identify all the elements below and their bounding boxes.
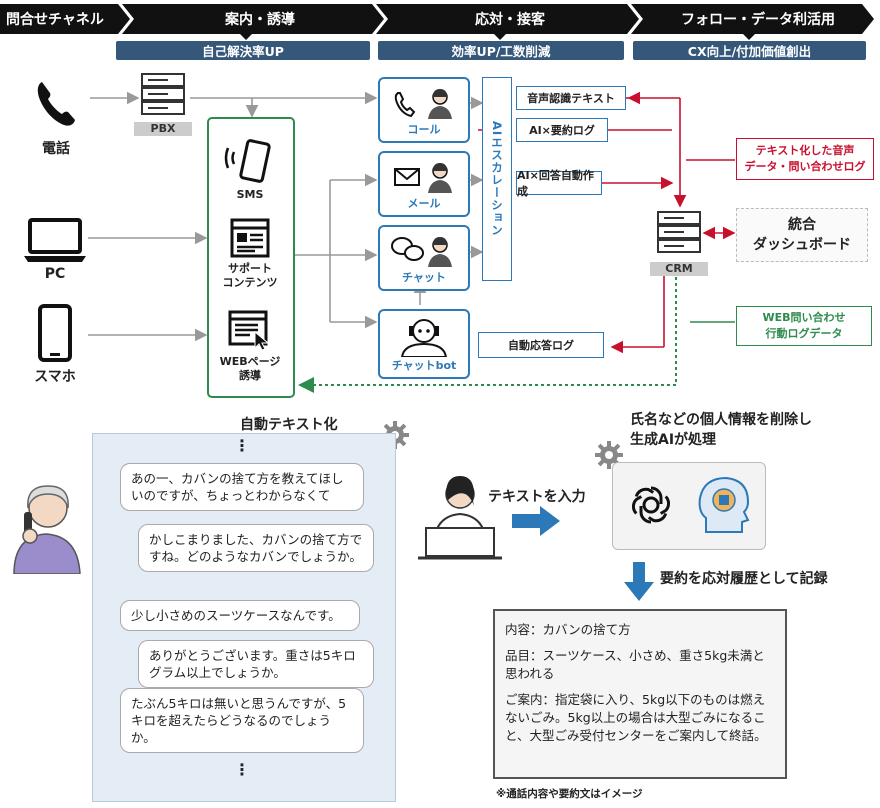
- stage-follow: フォロー・データ利活用: [681, 12, 835, 28]
- chat-bubble-customer-2: 少し小さめのスーツケースなんです。: [120, 600, 360, 631]
- chatbot-card: チャットbot: [378, 309, 470, 379]
- call-operator-icon: [394, 89, 452, 119]
- sms-label: SMS: [236, 188, 264, 201]
- chat-label: チャット: [402, 271, 446, 284]
- summary-content-line: 内容：カバンの捨て方: [505, 622, 631, 637]
- openai-logo-icon: [631, 486, 671, 524]
- record-summary-label: 要約を応対履歴として記録: [660, 571, 828, 587]
- header-banner: [0, 4, 874, 34]
- pbx-server-icon: [141, 73, 185, 115]
- channel-pc-label: PC: [44, 266, 66, 282]
- subtitle-cx: CX向上/付加価値創出: [633, 41, 866, 60]
- auto-response-log: 自動応答ログ: [478, 332, 604, 358]
- summary-panel: 内容：カバンの捨て方 品目：スーツケース、小さめ、重さ5kg未満と思われる ご案…: [493, 609, 787, 779]
- auto-text-title: 自動テキスト化: [240, 417, 338, 433]
- chatbot-robot-icon: [400, 319, 448, 357]
- ai-escalation-label: AIエスカレーション: [490, 121, 504, 237]
- stage-response: 応対・接客: [475, 12, 545, 28]
- dashboard-box: 統合 ダッシュボード: [736, 208, 868, 262]
- chat-bubble-operator-2: ありがとうございます。重さは5キログラム以上でしょうか。: [138, 640, 374, 688]
- crm-label: CRM: [650, 262, 708, 276]
- phone-icon: [37, 82, 75, 126]
- ai-answer-log: AI×回答自動作成: [516, 169, 602, 198]
- chatbot-label: チャットbot: [391, 359, 457, 372]
- subtitle-efficiency: 効率UP/工数削減: [378, 41, 624, 60]
- pc-icon: [24, 218, 86, 262]
- channel-smartphone-label: スマホ: [34, 369, 76, 385]
- ai-process-label: 氏名などの個人情報を削除し 生成AIが処理: [630, 412, 812, 448]
- chat-card: チャット: [378, 225, 470, 291]
- transcript-ellipsis-top: ⋮: [234, 436, 250, 455]
- voice-text-annotation: テキスト化した音声 データ・問い合わせログ: [736, 138, 874, 180]
- speech-text-log: 音声認識テキスト: [516, 86, 626, 110]
- ai-brain-head-icon: [698, 476, 750, 533]
- chat-bubble-customer-1: あの一、カバンの捨て方を教えてほしいのですが、ちょっとわからなくて: [120, 463, 364, 511]
- stage-guidance: 案内・誘導: [225, 12, 295, 28]
- ai-escalation-bar: AIエスカレーション: [482, 77, 512, 281]
- crm-server-icon: [657, 211, 701, 253]
- channel-phone-label: 電話: [42, 141, 70, 157]
- input-text-label: テキストを入力: [488, 489, 586, 505]
- web-log-annotation: WEB問い合わせ 行動ログデータ: [736, 306, 872, 346]
- subtitle-self-solve: 自己解決率UP: [116, 41, 370, 60]
- mail-label: メール: [407, 197, 441, 210]
- pbx-label: PBX: [134, 122, 192, 136]
- smartphone-icon: [38, 304, 72, 362]
- transcript-ellipsis-bottom: ⋮: [234, 760, 250, 779]
- image-note: ※通話内容や要約文はイメージ: [496, 788, 643, 800]
- mail-operator-icon: [394, 163, 452, 193]
- chat-operator-icon: [391, 237, 452, 267]
- chat-bubble-customer-3: たぶん5キロは無いと思うんですが、5キロを超えたらどうなるのでしょうか。: [120, 688, 364, 753]
- summary-guidance-line: ご案内：指定袋に入り、5kg以下のものは燃えないごみ。5kg以上の場合は大型ごみ…: [505, 692, 767, 743]
- call-card: コール: [378, 77, 470, 143]
- ai-process-panel: [612, 462, 766, 550]
- web-page-icon: [228, 310, 270, 350]
- sms-phone-icon: [224, 139, 271, 183]
- support-content-icon: [230, 218, 270, 258]
- call-label: コール: [407, 123, 441, 136]
- summary-item-line: 品目：スーツケース、小さめ、重さ5kg未満と思われる: [505, 648, 765, 681]
- caller-person-icon: [13, 485, 81, 574]
- header-down-arrows: [238, 32, 757, 40]
- operator-laptop-icon: [418, 476, 502, 560]
- stage-channel: 問合せチャネル: [6, 12, 104, 28]
- chat-bubble-operator-1: かしこまりました、カバンの捨て方ですね。どのようなカバンでしょうか。: [138, 524, 374, 572]
- mail-card: メール: [378, 151, 470, 217]
- web-guidance-label: WEBページ 誘導: [219, 355, 281, 382]
- ai-summary-log: AI×要約ログ: [516, 118, 608, 142]
- support-content-label: サポート コンテンツ: [222, 262, 278, 289]
